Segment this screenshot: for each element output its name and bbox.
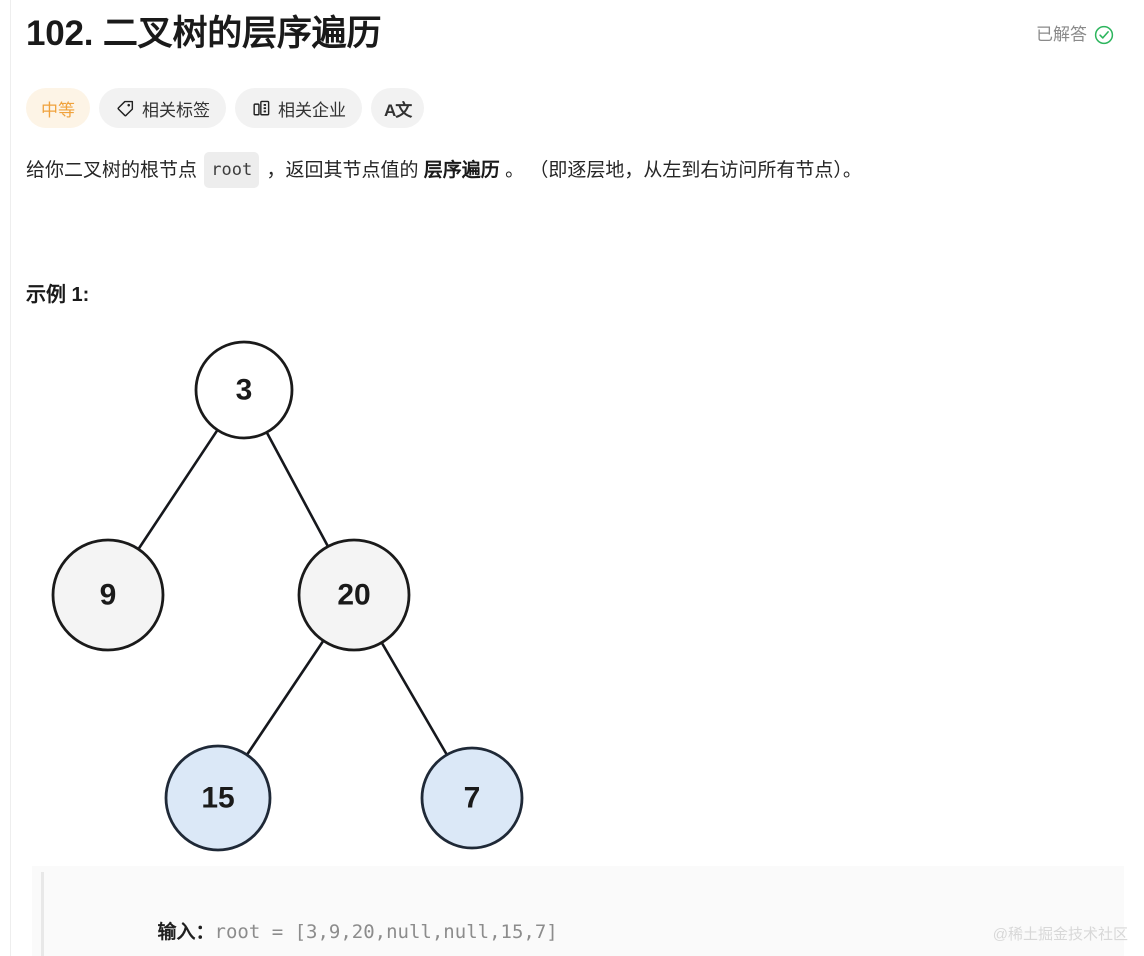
- difficulty-label: 中等: [41, 100, 75, 120]
- binary-tree-svg: 3 9 20 15 7: [51, 340, 524, 852]
- tag-icon: [115, 98, 135, 118]
- badge-row: 中等 相关标签: [26, 88, 425, 128]
- binary-tree-diagram: 3 9 20 15 7: [26, 322, 566, 862]
- page-title: 102. 二叉树的层序遍历: [26, 14, 382, 53]
- panel-divider: [10, 0, 11, 956]
- tree-node: 15: [164, 744, 272, 852]
- translate-icon: A文: [384, 100, 412, 120]
- tree-node-value: 3: [236, 374, 253, 407]
- related-tags-button[interactable]: 相关标签: [99, 88, 226, 128]
- tree-node-circle: [51, 538, 165, 652]
- tree-node-value: 7: [464, 782, 481, 815]
- example-input-line: 输入：root = [3,9,20,null,null,15,7]: [66, 878, 1124, 956]
- example-heading: 示例 1:: [26, 284, 90, 306]
- description-part-2: ，返回其节点值的: [261, 160, 424, 181]
- status-label: 已解答: [1036, 25, 1087, 44]
- problem-description: 给你二叉树的根节点 root ，返回其节点值的 层序遍历 。 （即逐层地，从左到…: [26, 152, 1118, 188]
- input-value: root = [3,9,20,null,null,15,7]: [214, 921, 558, 943]
- tree-edge: [245, 638, 326, 757]
- watermark: @稀土掘金技术社区: [992, 926, 1128, 943]
- input-label: 输入：: [157, 922, 215, 943]
- tree-node: 7: [420, 746, 524, 850]
- tree-node-value: 9: [100, 579, 117, 612]
- problem-header: 102. 二叉树的层序遍历 已解答: [26, 10, 1116, 66]
- tree-node-value: 20: [337, 579, 370, 612]
- description-part-3: 。 （即逐层地，从左到右访问所有节点）。: [499, 160, 862, 181]
- related-companies-label: 相关企业: [278, 100, 346, 120]
- tree-node: 3: [194, 340, 294, 440]
- check-circle-icon: [1094, 25, 1114, 45]
- tree-edge: [264, 430, 330, 549]
- example-code-block: 输入：root = [3,9,20,null,null,15,7] 输出：[[3…: [32, 866, 1124, 956]
- inline-code-root: root: [204, 152, 260, 188]
- tree-edge: [136, 427, 220, 552]
- tree-node-circle: [420, 746, 524, 850]
- tree-node-circle: [164, 744, 272, 852]
- translate-button[interactable]: A文: [371, 88, 425, 128]
- building-icon: [251, 98, 271, 118]
- tree-node-value: 15: [201, 782, 234, 815]
- tree-node: 9: [51, 538, 165, 652]
- code-block-rail: [41, 872, 44, 956]
- tree-node-circle: [297, 538, 411, 652]
- related-tags-label: 相关标签: [142, 100, 210, 120]
- problem-content: 102. 二叉树的层序遍历 已解答 中等: [26, 0, 1144, 956]
- related-companies-button[interactable]: 相关企业: [235, 88, 362, 128]
- tree-node: 20: [297, 538, 411, 652]
- difficulty-badge[interactable]: 中等: [26, 88, 90, 128]
- tree-node-circle: [194, 340, 294, 440]
- description-emphasis: 层序遍历: [423, 160, 500, 181]
- tree-edge: [379, 640, 449, 757]
- description-part-1: 给你二叉树的根节点: [26, 160, 203, 181]
- status-badge: 已解答: [1036, 24, 1114, 46]
